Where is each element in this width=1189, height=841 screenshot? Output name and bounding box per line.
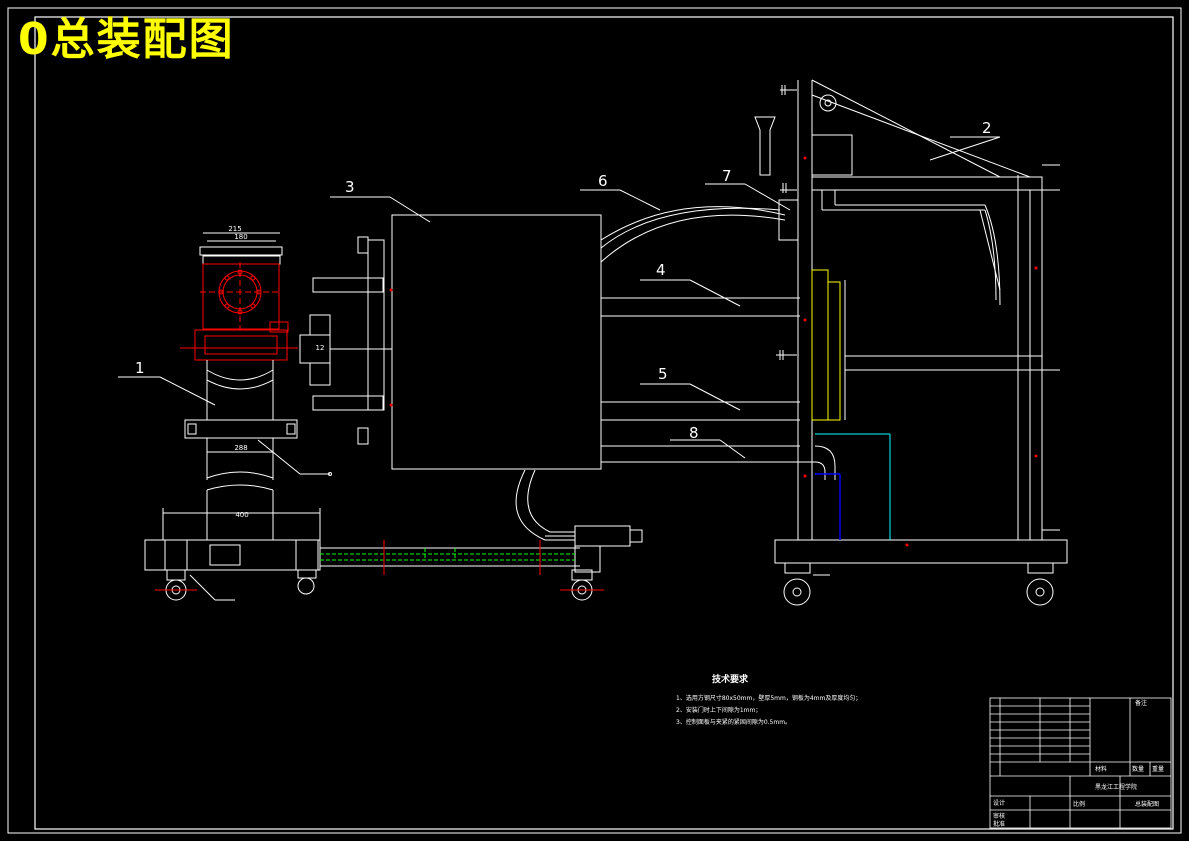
tb-weight: 重量 <box>1152 765 1164 773</box>
callout-7: 7 <box>722 167 732 185</box>
part-1-valve-assembly <box>180 232 332 540</box>
yellow-door <box>811 269 841 421</box>
callout-1: 1 <box>135 359 145 377</box>
notes-heading: 技术要求 <box>712 673 749 685</box>
tb-scale: 比例 <box>1073 800 1085 808</box>
tb-designer: 设计 <box>993 799 1005 807</box>
notes-item-3: 3、控制面板与夹紧的紧固间隙为0.5mm。 <box>676 718 791 726</box>
tb-checker: 审核 <box>993 812 1005 820</box>
right-frame <box>754 79 1068 606</box>
tb-approver: 批准 <box>993 820 1005 828</box>
dim-fitting-size: 12 <box>316 344 325 352</box>
green-rail <box>320 548 575 561</box>
inner-border <box>34 16 1174 830</box>
dim-clamp-width: 288 <box>234 444 247 452</box>
callout-2: 2 <box>982 119 992 137</box>
outer-border <box>7 7 1182 834</box>
tb-school: 黑龙江工程学院 <box>1095 783 1137 791</box>
red-markers <box>155 540 604 591</box>
dim-flange-outer: 215 <box>228 225 241 233</box>
blue-wire <box>815 473 841 540</box>
tb-drawing-name: 总装配图 <box>1135 800 1159 808</box>
dim-flange-inner: 180 <box>234 233 247 241</box>
callout-6: 6 <box>598 172 608 190</box>
leader-lines <box>118 136 1001 459</box>
part-3-box <box>299 206 836 541</box>
callout-4: 4 <box>656 261 666 279</box>
notes-item-1: 1、选用方钢尺寸80x50mm，壁厚5mm，钢板为4mm及厚度均匀； <box>676 694 861 702</box>
tb-remark: 备注 <box>1135 699 1147 707</box>
dim-base-width: 400 <box>235 511 248 519</box>
title-block <box>989 697 1172 829</box>
page-title: 0总装配图 <box>18 14 235 65</box>
callout-5: 5 <box>658 365 668 383</box>
notes-item-2: 2、安装门时上下间隙为1mm； <box>676 706 761 714</box>
callout-3: 3 <box>345 178 355 196</box>
callout-8: 8 <box>689 424 699 442</box>
tb-quantity: 数量 <box>1132 765 1144 773</box>
cyan-wire <box>815 433 891 540</box>
tb-material: 材料 <box>1095 765 1107 773</box>
red-box-markers <box>389 156 1038 547</box>
